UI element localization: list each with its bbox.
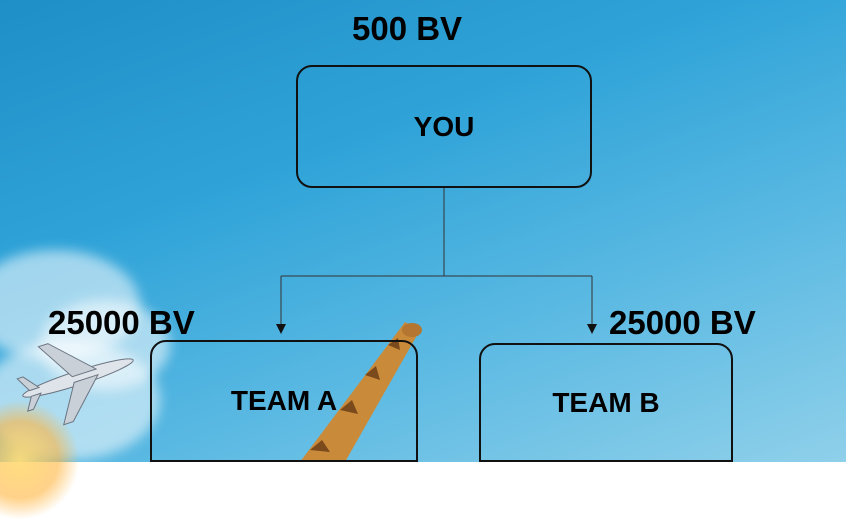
arrowhead-right [587, 324, 597, 334]
arrowhead-left [276, 324, 286, 334]
left-node-box: TEAM A [150, 340, 418, 462]
right-node-box: TEAM B [479, 343, 733, 462]
top-node-name: YOU [413, 110, 475, 142]
diagram-connectors [16, 188, 597, 462]
right-node-name: TEAM B [552, 386, 660, 418]
top-node-box: YOU [296, 65, 592, 188]
left-node-value: 25000 BV [48, 304, 195, 341]
top-node-value: 500 BV [352, 10, 463, 47]
right-node-value: 25000 BV [609, 304, 756, 341]
airplane-icon [16, 343, 134, 426]
left-node-name: TEAM A [230, 385, 338, 416]
